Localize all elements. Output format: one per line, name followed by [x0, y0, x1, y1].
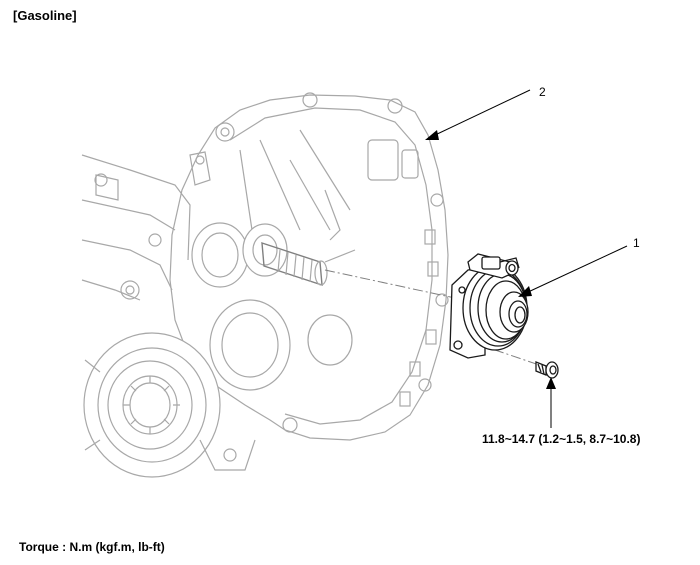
bolt-centerline	[459, 337, 549, 369]
concentric-slave-cylinder	[449, 253, 529, 359]
torque-units-note: Torque : N.m (kgf.m, lb-ft)	[19, 540, 165, 554]
leader-arrows	[425, 89, 628, 428]
transaxle-housing	[81, 92, 449, 478]
section-title: [Gasoline]	[13, 8, 77, 23]
assembly-centerline	[324, 269, 456, 299]
torque-spec-label: 11.8~14.7 (1.2~1.5, 8.7~10.8)	[482, 432, 641, 446]
mounting-bolt	[535, 361, 559, 379]
callout-label-1: 1	[633, 236, 640, 250]
callout-label-2: 2	[539, 85, 546, 99]
